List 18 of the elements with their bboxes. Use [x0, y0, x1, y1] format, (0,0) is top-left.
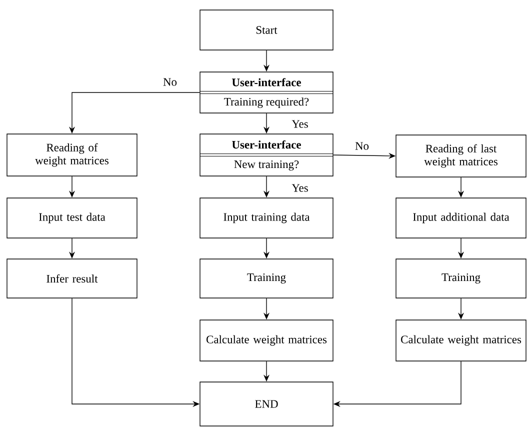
edge-label: Yes: [290, 119, 310, 129]
process-box: Input additional data: [396, 198, 526, 238]
process-box: Reading of weight matrices: [6, 134, 138, 176]
process-box: Infer result: [6, 258, 138, 298]
process-box: Input test data: [6, 198, 138, 238]
process-box: Start: [200, 10, 334, 50]
process-box: Calculate weight matrices: [396, 320, 526, 362]
process-box: END: [200, 382, 334, 426]
process-box: Input training data: [200, 198, 334, 238]
decision-box: User-interface Training required?: [200, 72, 334, 114]
process-box: Reading of last weight matrices: [396, 134, 526, 178]
edge-label: No: [354, 141, 370, 151]
edge-label: No: [162, 77, 178, 87]
process-box: Training: [396, 258, 526, 298]
process-box: Training: [200, 258, 334, 298]
process-box: Calculate weight matrices: [200, 320, 334, 362]
edge-label: Yes: [290, 183, 310, 193]
decision-box: User-interface New training?: [200, 134, 334, 176]
